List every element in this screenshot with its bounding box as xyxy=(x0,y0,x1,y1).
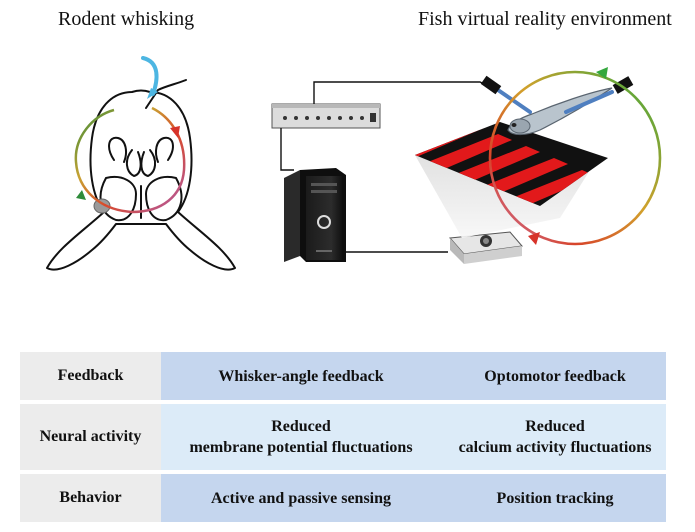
arrowhead-icon xyxy=(170,126,180,138)
illustration xyxy=(46,56,662,271)
cell-line: Optomotor feedback xyxy=(484,367,626,385)
blue-arrow xyxy=(141,56,159,96)
cell-line: Position tracking xyxy=(496,489,614,507)
row-header: Neural activity xyxy=(20,404,161,470)
row-header: Feedback xyxy=(20,352,161,400)
table-row-neural-activity: Neural activity Reduced membrane potenti… xyxy=(20,404,666,470)
fish-cell: Reduced calcium activity fluctuations xyxy=(426,404,684,470)
arrowhead-icon xyxy=(596,67,608,79)
cell-line: Active and passive sensing xyxy=(210,489,392,507)
cell-line: Reduced xyxy=(525,418,585,435)
electrodes xyxy=(480,75,634,114)
amplifier-device xyxy=(271,103,381,129)
rodent-cell: Active and passive sensing xyxy=(161,474,441,522)
projector xyxy=(448,231,523,264)
feedback-ring-left xyxy=(74,106,186,214)
rodent-cell: Whisker-angle feedback xyxy=(161,352,441,400)
fish-cell: Position tracking xyxy=(426,474,684,522)
rodent-cell: Reduced membrane potential fluctuations xyxy=(161,404,441,470)
fish xyxy=(507,87,613,136)
fish-cell: Optomotor feedback xyxy=(426,352,684,400)
table-row-feedback: Feedback Whisker-angle feedback Optomoto… xyxy=(20,352,666,400)
fish-vr-title: Fish virtual reality environment xyxy=(418,8,672,30)
rodent-drawing xyxy=(46,79,236,271)
cell-line: Reduced xyxy=(271,418,331,435)
table-row-behavior: Behavior Active and passive sensing Posi… xyxy=(20,474,666,522)
cell-line: calcium activity fluctuations xyxy=(458,439,652,456)
feedback-ring-right xyxy=(488,70,662,246)
cell-line: Whisker-angle feedback xyxy=(218,367,384,385)
cell-line: membrane potential fluctuations xyxy=(189,439,413,456)
rodent-whisking-title: Rodent whisking xyxy=(58,8,195,30)
comparison-table: Feedback Whisker-angle feedback Optomoto… xyxy=(20,352,666,524)
arrowhead-icon xyxy=(76,190,86,200)
computer-tower xyxy=(284,168,346,262)
row-header: Behavior xyxy=(20,474,161,522)
gray-marker xyxy=(93,198,111,214)
arrowhead-icon xyxy=(528,232,540,245)
